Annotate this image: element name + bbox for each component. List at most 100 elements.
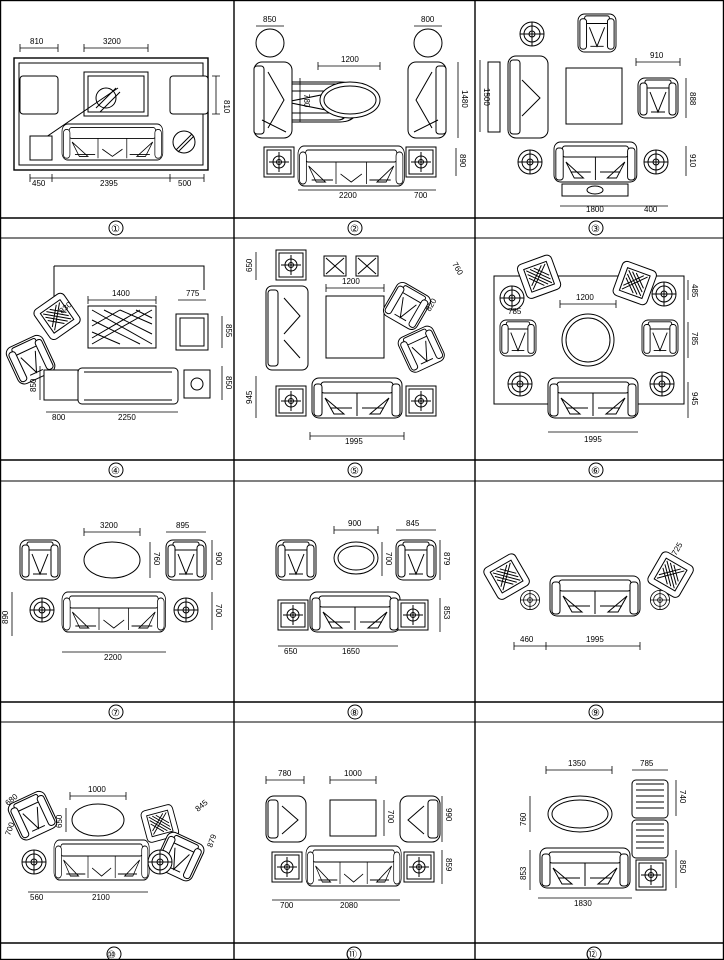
dimension-label: 725 <box>670 540 685 557</box>
dimension-label: 760 <box>450 261 465 278</box>
dimension-label: 890 <box>458 154 467 168</box>
panel-number: ⑥ <box>591 466 600 477</box>
panel-number: ③ <box>591 224 600 235</box>
dimension-label: 845 <box>406 519 420 528</box>
dimension-label: 859 <box>444 858 453 872</box>
dimension-label: 910 <box>688 154 697 168</box>
dimension-label: 945 <box>690 392 699 406</box>
dimension-label: 775 <box>186 289 200 298</box>
dimension-label: 700 <box>3 821 16 837</box>
dimension-label: 1650 <box>342 647 360 656</box>
dimension-label: 460 <box>520 635 534 644</box>
layout-panel-9: 725 460 1995 ⑨ <box>481 540 696 720</box>
layout-panel-1: 810 3200 810 450 2395 500 ① <box>13 37 231 236</box>
dimension-label: 400 <box>644 205 658 214</box>
panel-number: ⑦ <box>111 708 120 719</box>
dimension-label: 3200 <box>100 521 118 530</box>
dimension-label: 2200 <box>339 191 357 200</box>
dimension-label: 900 <box>214 552 223 566</box>
dimension-label: 1400 <box>112 289 130 298</box>
dimension-label: 1350 <box>568 759 586 768</box>
dimension-label: 650 <box>55 814 64 828</box>
dimension-label: 800 <box>421 15 435 24</box>
dimension-label: 450 <box>32 179 46 188</box>
dimension-label: 785 <box>640 759 654 768</box>
dimension-label: 1800 <box>586 205 604 214</box>
panel-number: ⑨ <box>591 708 600 719</box>
dimension-label: 810 <box>30 37 44 46</box>
dimension-label: 855 <box>224 324 233 338</box>
dimension-label: 700 <box>414 191 428 200</box>
dimension-label: 850 <box>29 378 38 392</box>
dimension-label: 740 <box>678 790 687 804</box>
dimension-label: 760 <box>519 812 528 826</box>
dimension-label: 2100 <box>92 893 110 902</box>
dimension-label: 853 <box>519 866 528 880</box>
dimension-label: 2080 <box>340 901 358 910</box>
layout-panel-5: 650 1200 760 820 945 1995 ⑤ <box>245 249 465 478</box>
dimension-label: 500 <box>178 179 192 188</box>
dimension-label: 1500 <box>482 88 491 106</box>
dimension-label: 485 <box>690 284 699 298</box>
layout-panel-3: 910 1500 888 910 1800 400 ③ <box>479 13 697 236</box>
dimension-label: 1200 <box>342 277 360 286</box>
layout-panel-6: 1200 785 485 785 945 1995 ⑥ <box>493 253 699 478</box>
dimension-label: 853 <box>442 606 451 620</box>
dimension-label: 650 <box>245 258 254 272</box>
dimension-label: 895 <box>176 521 190 530</box>
dimension-label: 2200 <box>104 653 122 662</box>
dimension-label: 910 <box>650 51 664 60</box>
dimension-label: 1200 <box>341 55 359 64</box>
dimension-label: 3200 <box>103 37 121 46</box>
panel-number: ④ <box>111 466 120 477</box>
panel-number: ⑧ <box>350 708 359 719</box>
dimension-label: 2250 <box>118 413 136 422</box>
dimension-label: 780 <box>302 94 311 108</box>
panel-number: ② <box>350 224 359 235</box>
dimension-label: 879 <box>205 833 218 849</box>
dimension-label: 785 <box>508 307 522 316</box>
dimension-label: 850 <box>263 15 277 24</box>
layout-panel-2: 850 800 1200 780 1480 890 2200 700 ② <box>253 15 469 236</box>
dimension-label: 780 <box>278 769 292 778</box>
dimension-label: 879 <box>442 552 451 566</box>
dimension-label: 1200 <box>576 293 594 302</box>
dimension-label: 850 <box>678 860 687 874</box>
dimension-label: 560 <box>30 893 44 902</box>
dimension-label: 785 <box>690 332 699 346</box>
layout-panel-8: 900 845 700 879 853 650 1650 ⑧ <box>275 519 451 720</box>
dimension-label: 2395 <box>100 179 118 188</box>
dimension-label: 800 <box>52 413 66 422</box>
panel-number: ⑪ <box>347 949 357 960</box>
dimension-label: 1995 <box>586 635 604 644</box>
dimension-label: 1000 <box>344 769 362 778</box>
dimension-label: 760 <box>152 552 161 566</box>
dimension-label: 845 <box>194 798 210 814</box>
dimension-label: 700 <box>386 810 395 824</box>
panel-number: ① <box>111 224 120 235</box>
dimension-label: 990 <box>444 808 453 822</box>
dimension-label: 1000 <box>88 785 106 794</box>
layout-panel-4: 1400 775 830 850 850 800 2250 855 ④ <box>3 265 233 478</box>
layout-panel-7: 3200 895 760 900 890 700 2200 ⑦ <box>1 521 223 720</box>
dimension-label: 1995 <box>345 437 363 446</box>
layout-panel-12: 1350 785 760 740 853 850 1830 ⑫ <box>519 759 687 960</box>
dimension-label: 810 <box>222 100 231 114</box>
panel-number: ⑤ <box>350 466 359 477</box>
dimension-label: 1995 <box>584 435 602 444</box>
dimension-label: 700 <box>384 552 393 566</box>
dimension-label: 1480 <box>460 90 469 108</box>
dimension-label: 700 <box>280 901 294 910</box>
dimension-label: 890 <box>1 610 10 624</box>
dimension-label: 945 <box>245 390 254 404</box>
layout-panel-10: 1000 650 680 700 845 879 560 2100 ⑩ <box>3 785 219 960</box>
panel-number: ⑩ <box>107 950 116 960</box>
layout-panel-11: 780 1000 700 990 859 700 2080 ⑪ <box>265 769 453 960</box>
dimension-label: 850 <box>224 376 233 390</box>
dimension-label: 900 <box>348 519 362 528</box>
dimension-label: 700 <box>214 604 223 618</box>
panel-number: ⑫ <box>587 949 597 960</box>
dimension-label: 650 <box>284 647 298 656</box>
dimension-label: 888 <box>688 92 697 106</box>
